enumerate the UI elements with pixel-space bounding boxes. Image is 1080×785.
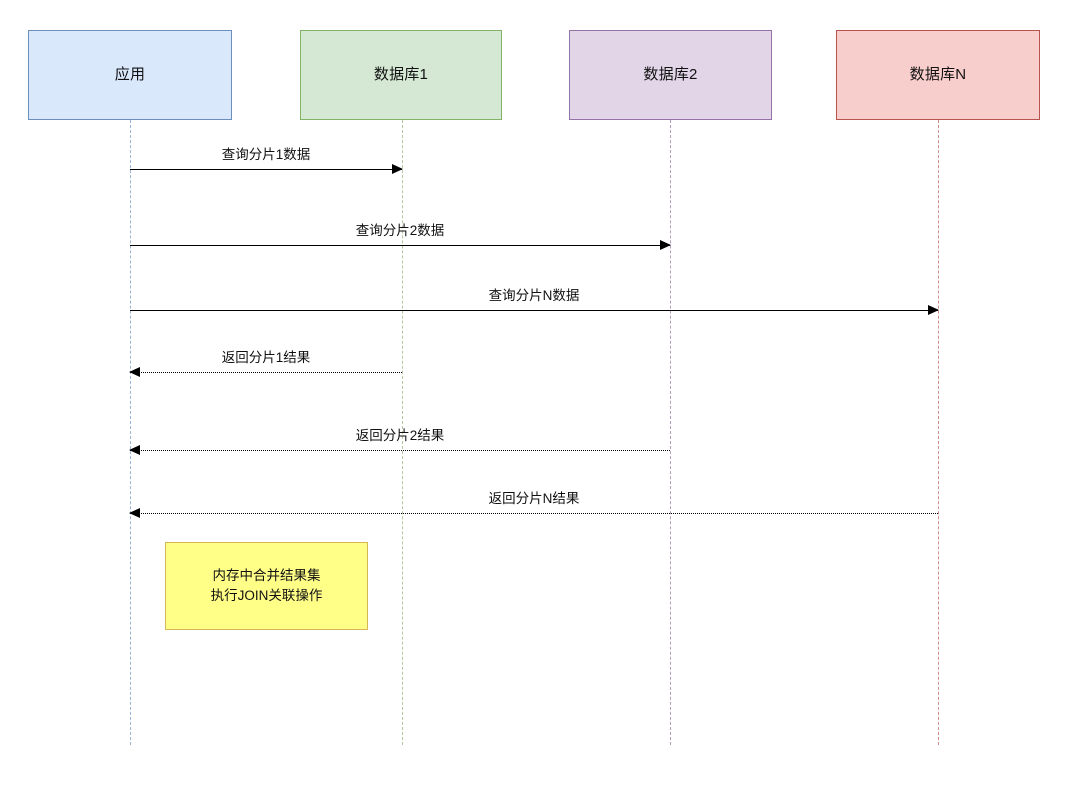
note-box[interactable]: 内存中合并结果集执行JOIN关联操作	[165, 542, 368, 630]
message-label: 返回分片1结果	[221, 349, 311, 365]
message-line	[130, 310, 938, 311]
participant-label: 数据库1	[373, 66, 429, 83]
lifeline-app	[129, 120, 131, 745]
participant-label: 数据库2	[643, 66, 698, 83]
message-label: 查询分片N数据	[488, 287, 580, 303]
arrowhead-left-icon	[129, 367, 140, 377]
lifeline-dbn	[937, 120, 939, 745]
message-line	[130, 450, 670, 451]
participant-dbn[interactable]: 数据库N	[836, 30, 1040, 120]
arrowhead-left-icon	[129, 445, 140, 455]
arrowhead-left-icon	[129, 508, 140, 518]
message-label: 查询分片2数据	[355, 222, 445, 238]
message-line	[130, 169, 402, 170]
participant-db1[interactable]: 数据库1	[300, 30, 502, 120]
lifeline-db1	[401, 120, 403, 745]
message-label: 返回分片2结果	[355, 427, 445, 443]
participant-app[interactable]: 应用	[28, 30, 232, 120]
note-line: 执行JOIN关联操作	[210, 588, 323, 603]
message-label: 查询分片1数据	[221, 146, 311, 162]
arrowhead-right-icon	[928, 305, 939, 315]
arrowhead-right-icon	[392, 164, 403, 174]
participant-label: 应用	[114, 66, 146, 83]
message-line	[130, 372, 402, 373]
message-label: 返回分片N结果	[488, 490, 580, 506]
participant-label: 数据库N	[909, 66, 967, 83]
note-line: 内存中合并结果集	[212, 568, 321, 584]
lifeline-db2	[669, 120, 671, 745]
arrowhead-right-icon	[660, 240, 671, 250]
message-line	[130, 513, 938, 514]
message-line	[130, 245, 670, 246]
participant-db2[interactable]: 数据库2	[569, 30, 772, 120]
